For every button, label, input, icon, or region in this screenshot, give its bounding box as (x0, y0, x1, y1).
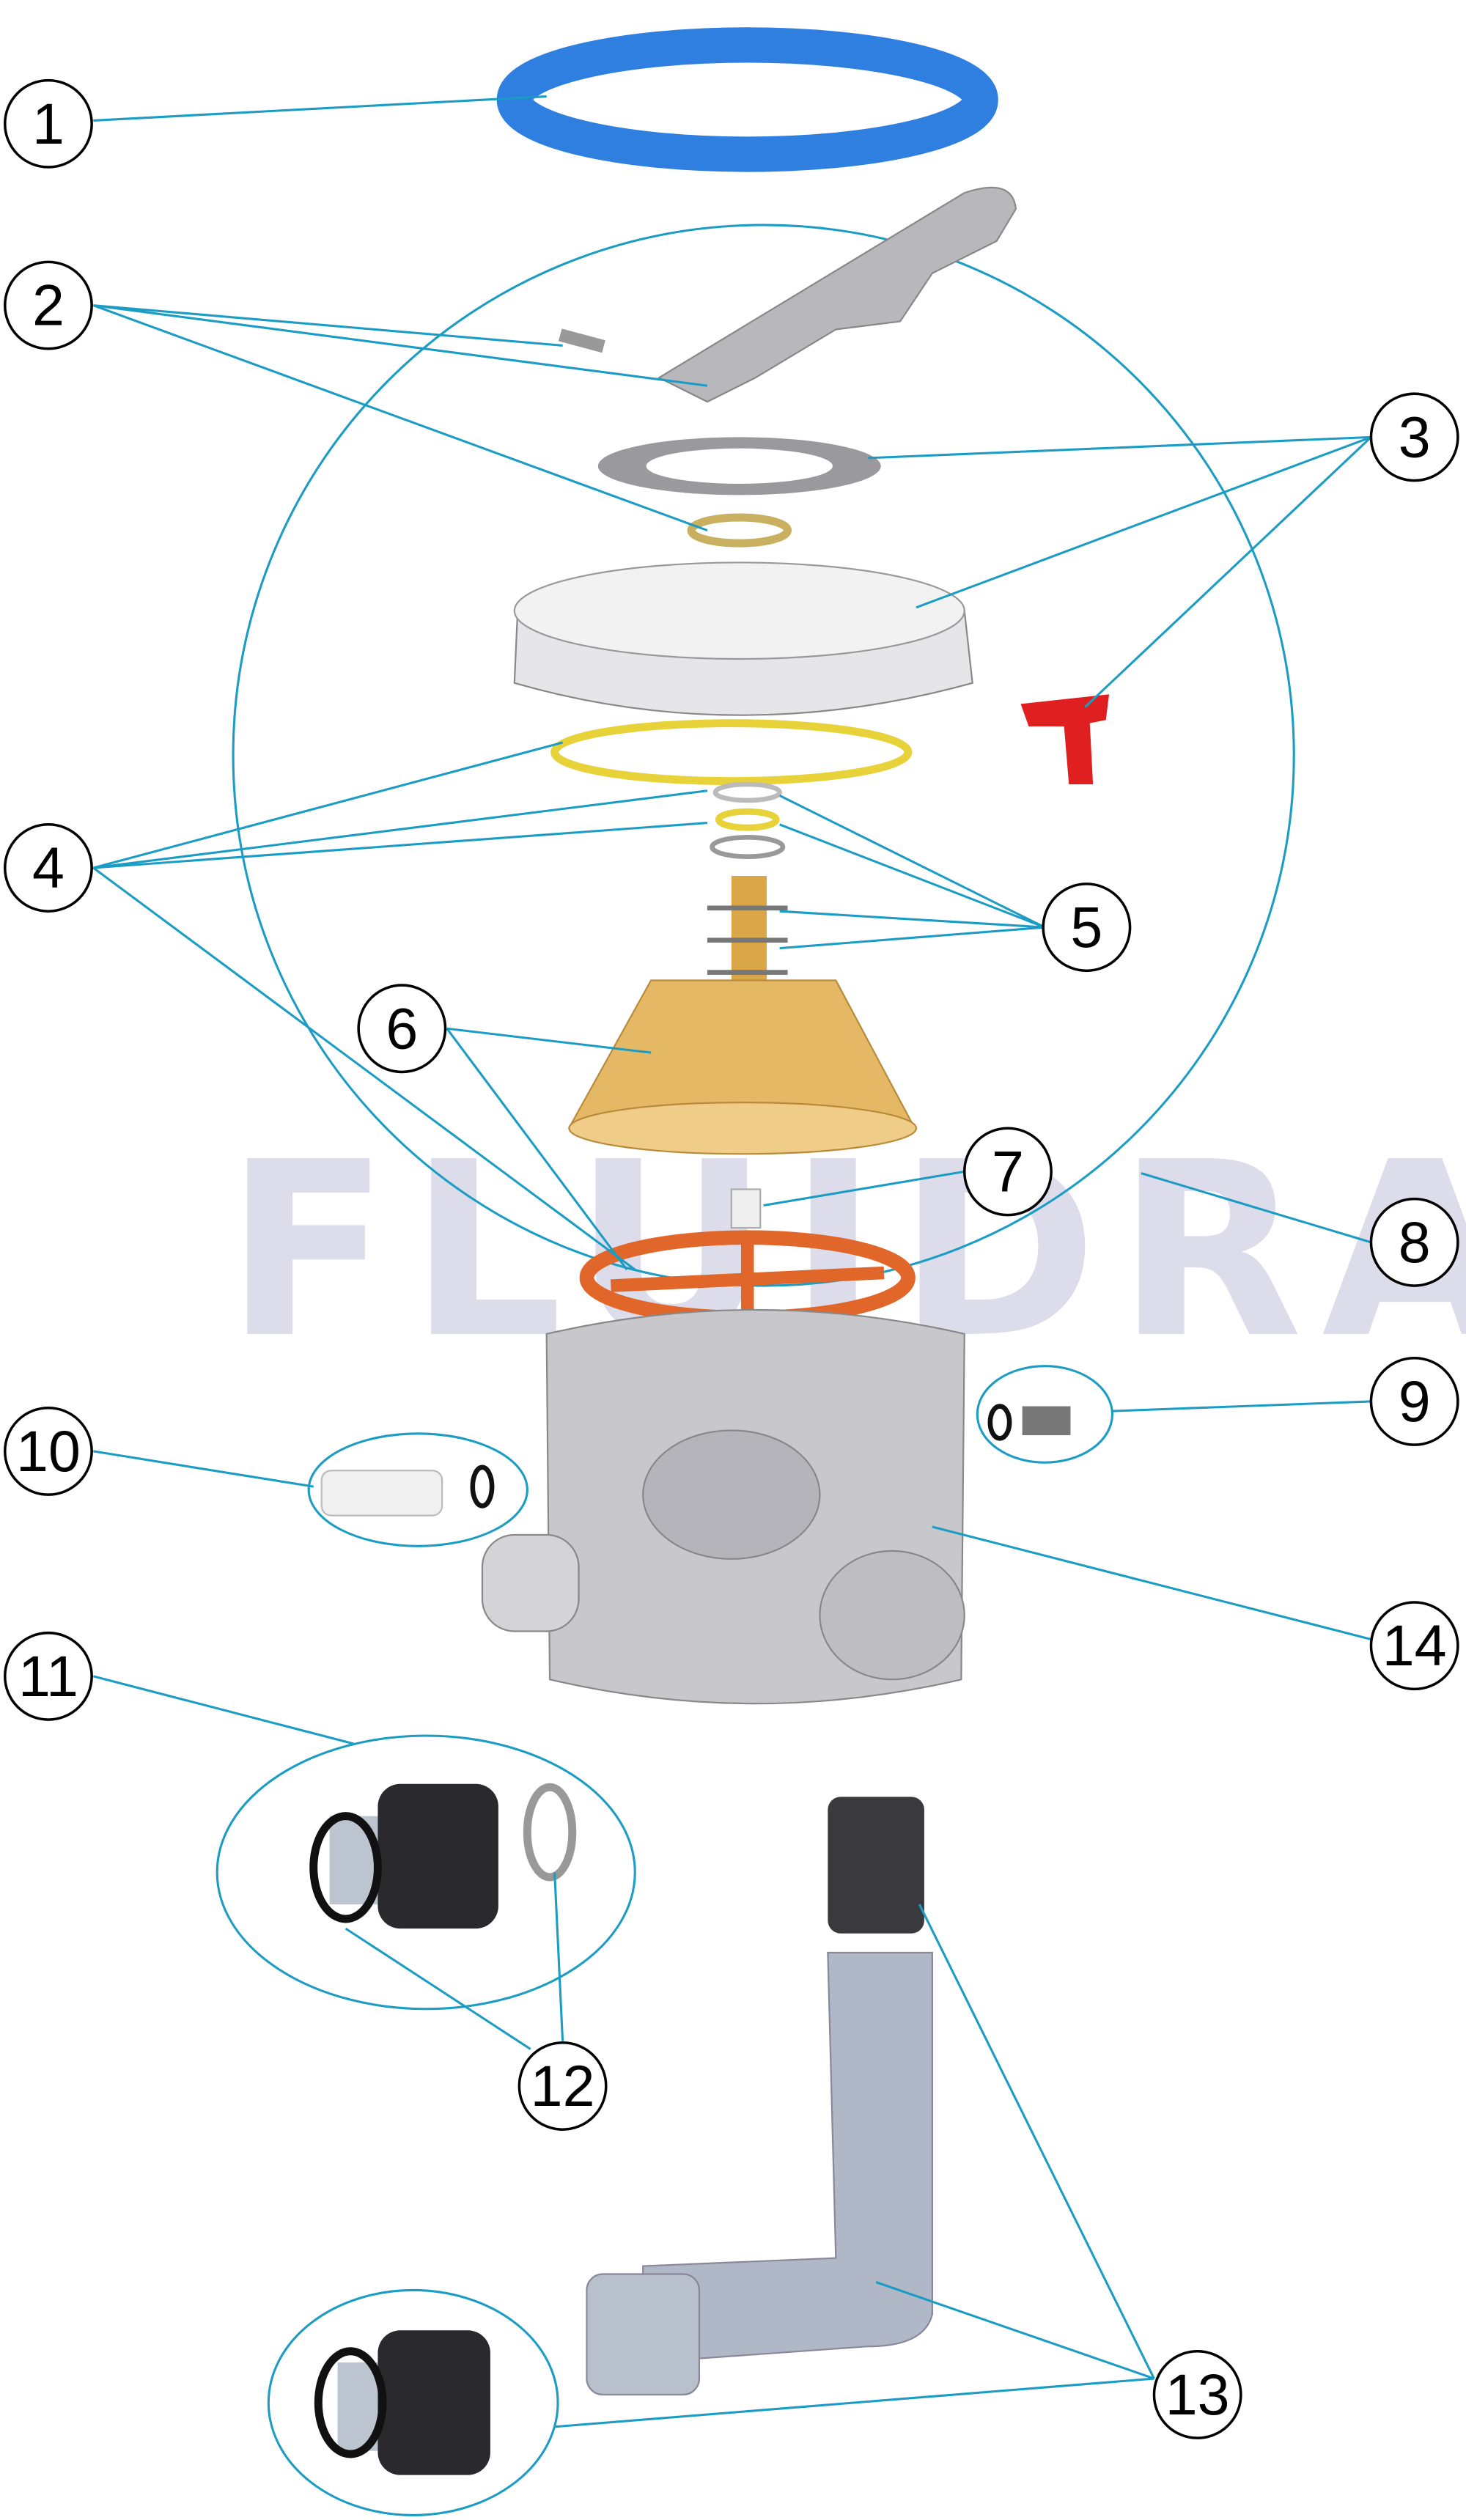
svg-text:2: 2 (32, 273, 65, 338)
svg-text:14: 14 (1382, 1613, 1447, 1678)
callout-9: 9 (1369, 1356, 1459, 1446)
svg-text:12: 12 (531, 2054, 595, 2118)
callout-13: 13 (1152, 2350, 1242, 2439)
callout-6: 6 (357, 984, 447, 1074)
group-ellipse-13 (267, 2288, 559, 2516)
callout-2: 2 (3, 260, 93, 350)
svg-text:5: 5 (1070, 895, 1102, 959)
group-ellipse-11 (216, 1734, 636, 2011)
callout-14: 14 (1369, 1601, 1459, 1691)
leader-5 (778, 794, 1046, 950)
leader-12 (345, 1872, 564, 2050)
leader-11 (92, 1675, 354, 1745)
leader-1 (93, 95, 547, 122)
leader-2 (92, 304, 708, 531)
callout-12: 12 (517, 2041, 608, 2131)
callout-11: 11 (3, 1631, 93, 1721)
part-9-drain-plug (987, 1404, 1071, 1441)
part-7-pin (730, 1188, 762, 1229)
group-ellipse-9 (976, 1365, 1113, 1464)
part-13-pipe-elbow (586, 1797, 933, 2396)
part-3-cover (513, 561, 973, 716)
part-3-gasket (597, 437, 881, 548)
leader-3 (868, 435, 1372, 708)
part-6-cone-rotor (568, 979, 918, 1155)
part-10-plug (320, 1465, 495, 1517)
callout-4: 4 (3, 823, 93, 913)
svg-text:11: 11 (18, 1644, 78, 1709)
leader-6 (446, 1027, 652, 1271)
part-11-union (309, 1783, 577, 1929)
callout-8: 8 (1369, 1197, 1459, 1287)
leader-14 (932, 1525, 1371, 1640)
part-3-red-key (1020, 694, 1110, 784)
part-13-union-bottom (314, 2330, 490, 2475)
svg-text:1: 1 (32, 92, 65, 156)
svg-text:4: 4 (32, 836, 65, 900)
svg-text:8: 8 (1399, 1210, 1431, 1275)
svg-text:13: 13 (1165, 2362, 1230, 2427)
leader-7 (763, 1170, 965, 1206)
callout-10: 10 (3, 1406, 93, 1496)
leader-9 (1112, 1400, 1371, 1412)
svg-text:6: 6 (386, 996, 418, 1061)
part-14-valve-body (481, 1308, 965, 1705)
group-circle-8 (232, 224, 1295, 1287)
svg-text:3: 3 (1399, 405, 1431, 469)
group-ellipse-10 (307, 1432, 528, 1547)
svg-text:7: 7 (992, 1139, 1024, 1204)
part-2-handle (558, 186, 1017, 403)
callout-5: 5 (1042, 883, 1132, 973)
svg-text:10: 10 (16, 1419, 81, 1484)
part-4-orings (550, 719, 913, 859)
leader-8 (1141, 1172, 1371, 1244)
leader-lines (92, 95, 1372, 2428)
leader-4 (92, 741, 708, 1271)
svg-text:9: 9 (1399, 1369, 1431, 1434)
callout-7: 7 (962, 1127, 1053, 1217)
callout-3: 3 (1369, 392, 1459, 482)
callout-1: 1 (3, 78, 93, 169)
leader-10 (93, 1450, 314, 1488)
leader-13 (554, 1904, 1155, 2428)
part-1-blue-locking-ring (496, 27, 998, 172)
